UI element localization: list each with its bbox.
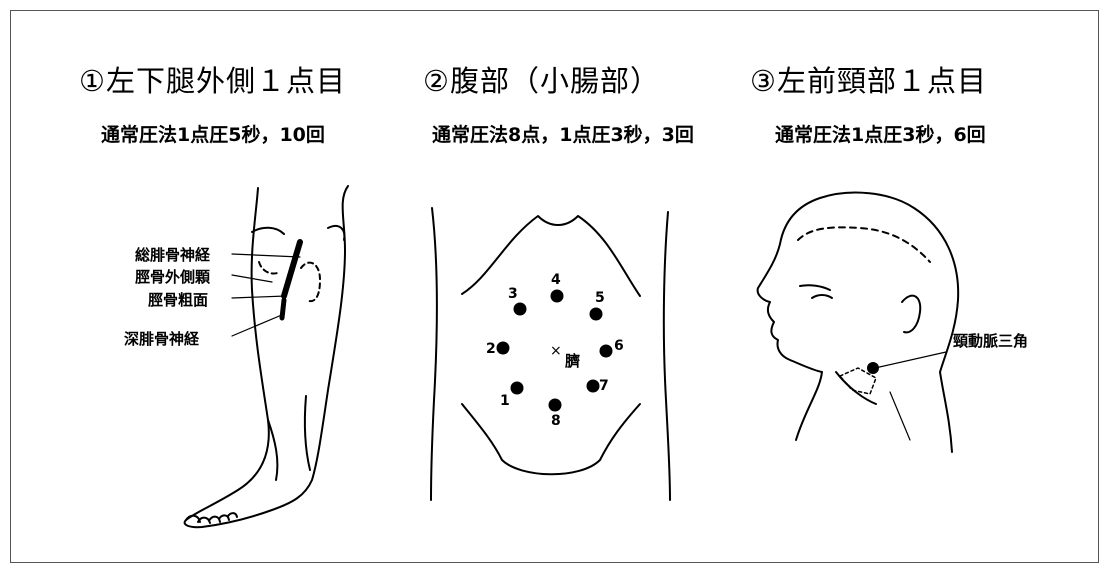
label-common-peroneal-nerve: 総腓骨神経	[135, 246, 211, 264]
panel-1-title: ①左下腿外側１点目	[79, 64, 346, 98]
abdomen-pressure-points	[496, 289, 879, 412]
point-number-7: 7	[599, 378, 609, 394]
label-lateral-tibial-condyle: 脛骨外側顆	[135, 268, 211, 286]
abdomen-illustration	[430, 207, 671, 501]
panel-3-title: ③左前頸部１点目	[750, 64, 987, 98]
head-illustration	[756, 191, 960, 453]
panel-2-subtitle: 通常圧法8点，1点圧3秒，3回	[432, 124, 694, 146]
point-number-1: 1	[500, 393, 510, 409]
panel-3-subtitle: 通常圧法1点圧3秒，6回	[775, 124, 986, 146]
point-number-6: 6	[614, 338, 624, 354]
navel-label: 臍	[565, 352, 581, 370]
point-number-2: 2	[486, 341, 496, 357]
panel-1-subtitle: 通常圧法1点圧5秒，10回	[101, 124, 325, 146]
label-deep-peroneal-nerve: 深腓骨神経	[124, 330, 200, 348]
point-number-8: 8	[551, 413, 561, 429]
label-carotid-triangle: 頸動脈三角	[953, 332, 1029, 350]
diagram-frame	[10, 10, 1099, 563]
point-number-4: 4	[551, 272, 561, 288]
point-number-5: 5	[595, 290, 605, 306]
panel-2-title: ②腹部（小腸部）	[423, 64, 660, 98]
leg-illustration	[183, 185, 349, 529]
label-tibial-tuberosity: 脛骨粗面	[148, 291, 209, 309]
point-number-3: 3	[508, 286, 518, 302]
navel-mark-icon: ×	[550, 343, 562, 359]
